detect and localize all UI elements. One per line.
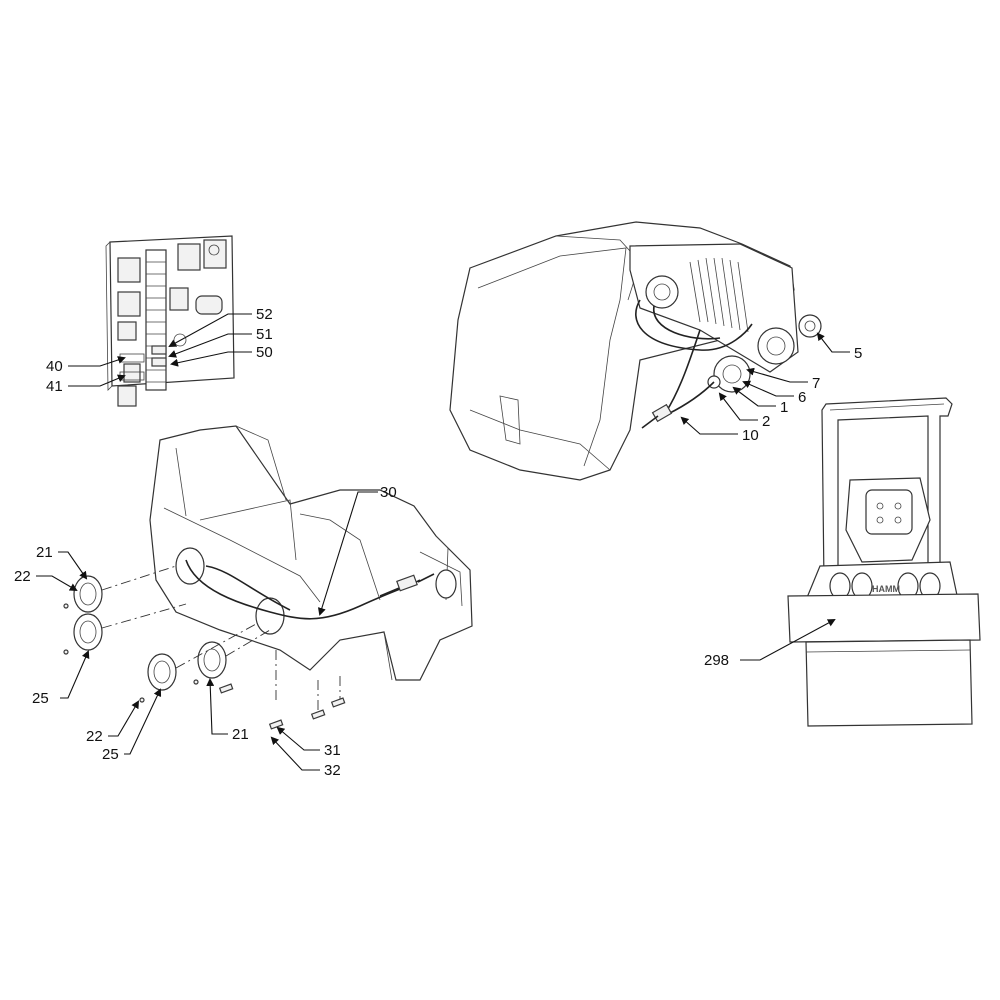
explode-lines xyxy=(101,565,341,710)
fuse-strip xyxy=(145,249,167,391)
callout-22-left: 22 xyxy=(14,568,31,585)
callout-32: 32 xyxy=(324,762,341,779)
brand-label: HAMM xyxy=(872,584,900,594)
callout-10: 10 xyxy=(742,427,759,444)
callout-7: 7 xyxy=(812,375,820,392)
grille-bars xyxy=(689,257,749,333)
callout-6: 6 xyxy=(798,389,806,406)
wiring-harness xyxy=(185,559,435,620)
callout-30: 30 xyxy=(380,484,397,501)
callout-labels: 52 51 50 40 41 5 7 6 1 2 10 30 21 22 25 … xyxy=(14,306,862,779)
work-lamps xyxy=(73,575,227,691)
callout-21-bottom: 21 xyxy=(232,726,249,743)
leader-lines xyxy=(36,313,850,771)
callout-21-left: 21 xyxy=(36,544,53,561)
callout-41: 41 xyxy=(46,378,63,395)
callout-25-left: 25 xyxy=(32,690,49,707)
machine-rear-view: HAMM xyxy=(787,397,981,727)
callout-51: 51 xyxy=(256,326,273,343)
small-hardware xyxy=(63,603,346,730)
callout-25-bottom: 25 xyxy=(102,746,119,763)
callout-298: 298 xyxy=(704,652,729,669)
callout-1: 1 xyxy=(780,399,788,416)
callout-2: 2 xyxy=(762,413,770,430)
callout-40: 40 xyxy=(46,358,63,375)
hood-assembly xyxy=(449,221,799,481)
fuse-relay-board xyxy=(105,235,235,407)
callout-52: 52 xyxy=(256,306,273,323)
relay-blocks xyxy=(117,239,227,407)
frame-chassis xyxy=(149,425,473,681)
callout-5: 5 xyxy=(854,345,862,362)
horn-components xyxy=(635,299,822,429)
callout-22-bottom: 22 xyxy=(86,728,103,745)
callout-31: 31 xyxy=(324,742,341,759)
callout-50: 50 xyxy=(256,344,273,361)
